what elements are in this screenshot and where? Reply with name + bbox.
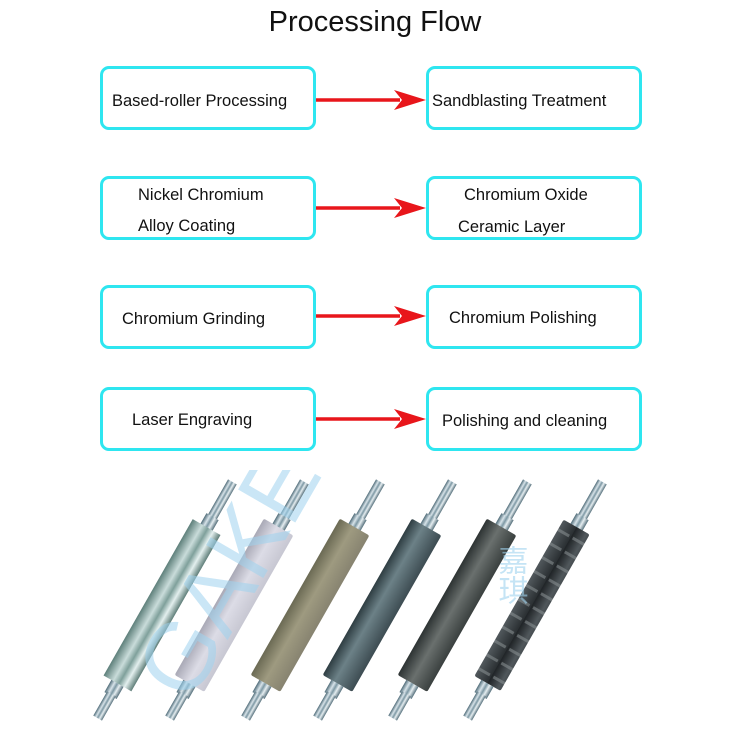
roller-part [463,691,486,721]
step-label: Laser Engraving [132,411,253,429]
roller-3-alloy-coated [241,479,385,721]
roller-body [398,519,516,692]
roller-body [175,519,293,692]
step-label: Based-roller Processing [112,92,288,110]
step-box-laser-engraving: Laser Engraving [100,387,316,451]
step-box-nickel-chromium-alloy-coating: Nickel Chromium Alloy Coating [100,176,316,240]
roller-part [577,479,607,521]
step-label: Chromium Polishing [449,309,597,327]
roller-part [241,691,264,721]
step-label-line-1: Nickel Chromium [138,186,264,204]
arrow-icon [316,306,426,326]
roller-part [427,479,457,521]
roller-body [323,519,441,692]
page-title: Processing Flow [268,6,482,38]
roller-part [388,691,411,721]
roller-part [502,479,532,521]
roller-part [313,691,336,721]
arrow-icon [316,409,426,429]
roller-shaft-top [207,479,237,521]
roller-body [251,519,369,692]
roller-5-polished [388,479,532,721]
roller-part [355,479,385,521]
roller-body [103,519,221,692]
step-box-chromium-oxide-ceramic-layer: Chromium Oxide Ceramic Layer [426,176,642,240]
rollers-illustration: GAKEI 嘉琪 [93,470,607,721]
roller-4-ceramic-layer [313,479,457,721]
roller-part [279,479,309,521]
roller-6-laser-engraved [463,479,607,721]
step-box-polishing-and-cleaning: Polishing and cleaning [426,387,642,451]
roller-body-engraved [475,520,589,691]
roller-part [165,691,188,721]
step-box-based-roller-processing: Based-roller Processing [100,66,316,130]
arrow-icon [316,90,426,110]
step-box-sandblasting-treatment: Sandblasting Treatment [426,66,642,130]
step-label-line-2: Alloy Coating [138,217,236,235]
step-label: Chromium Grinding [122,310,266,328]
step-label: Polishing and cleaning [442,412,608,430]
step-box-chromium-polishing: Chromium Polishing [426,285,642,349]
step-label-line-2: Ceramic Layer [458,218,566,236]
step-box-chromium-grinding: Chromium Grinding [100,285,316,349]
roller-1-base [93,479,237,721]
step-label: Sandblasting Treatment [432,92,607,110]
watermark-cjk: 嘉琪 [493,545,529,605]
arrow-icon [316,198,426,218]
roller-shaft-bottom [93,691,116,721]
step-label-line-1: Chromium Oxide [464,186,588,204]
roller-2-sandblasted [165,479,309,721]
